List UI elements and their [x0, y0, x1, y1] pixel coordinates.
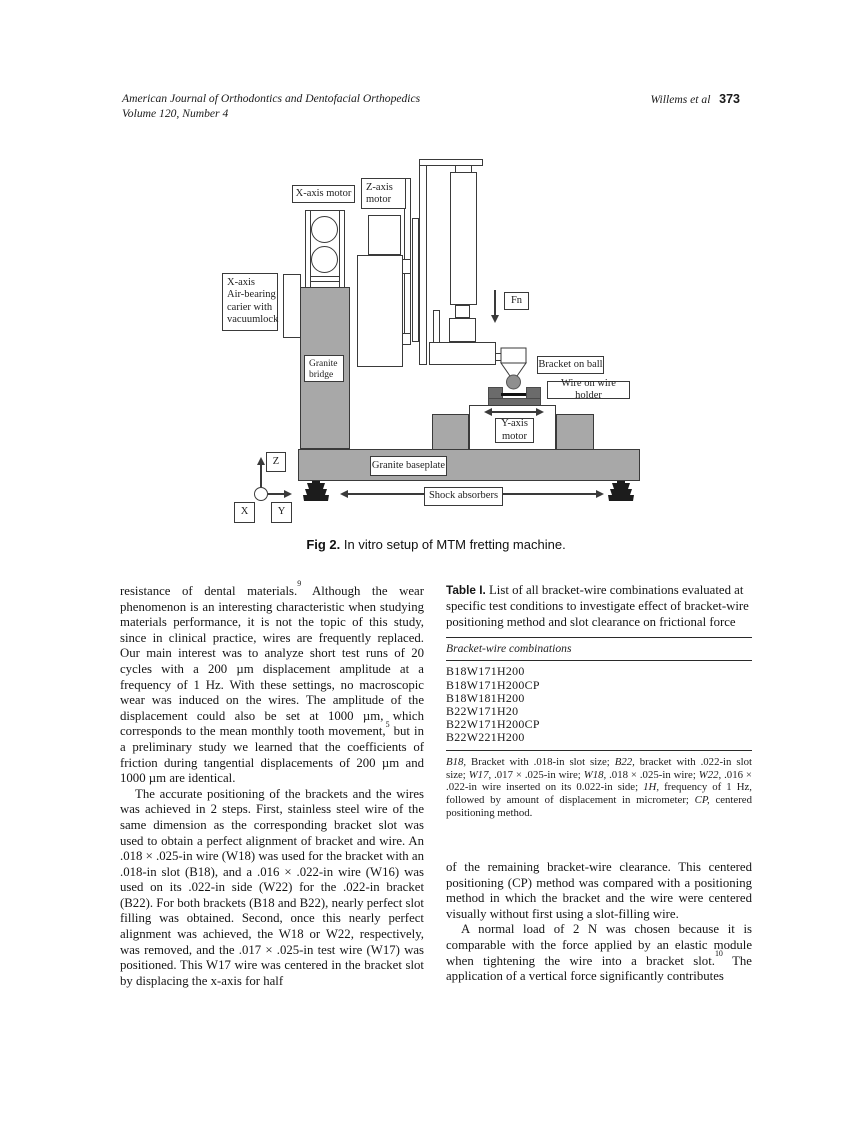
figure-caption: Fig 2. In vitro setup of MTM fretting ma…	[120, 537, 752, 552]
paragraph: The accurate positioning of the brackets…	[120, 786, 424, 988]
z-axis-line	[260, 465, 262, 487]
x-motor-line-1	[310, 276, 340, 277]
shock-foot-left	[303, 481, 329, 501]
running-header-left: American Journal of Orthodontics and Den…	[122, 92, 420, 121]
top-bar	[419, 159, 483, 166]
x-carrier-block	[283, 274, 301, 338]
stage-flank-right	[556, 414, 594, 450]
load-cylinder	[450, 172, 477, 305]
horizontal-arm	[429, 342, 496, 365]
table-caption: Table I. List of all bracket-wire combin…	[446, 583, 752, 630]
fn-arrow-line	[494, 290, 496, 315]
label-granite-bridge: Granite bridge	[304, 355, 344, 382]
journal-title: American Journal of Orthodontics and Den…	[122, 92, 421, 105]
shock-foot-right	[608, 481, 634, 501]
label-axis-z: Z	[266, 452, 286, 472]
label-fn: Fn	[504, 292, 529, 310]
table-row: B18W171H200	[446, 664, 525, 679]
z-axis-main-block	[357, 255, 403, 367]
table-rule-bottom	[446, 749, 752, 751]
vertical-plate-b	[412, 218, 419, 342]
stage-flank-left	[432, 414, 469, 450]
label-axis-x: X	[234, 502, 255, 523]
vertical-plate-c	[419, 159, 427, 365]
x-motor-roller-top	[311, 216, 338, 243]
paragraph: of the remaining bracket-wire clearance.…	[446, 860, 752, 921]
fn-arrowhead	[491, 315, 499, 323]
x-motor-line-2	[310, 281, 340, 282]
x-motor-rail-right	[339, 210, 340, 288]
figure-caption-text: In vitro setup of MTM fretting machine.	[340, 537, 566, 552]
journal-volume: Volume 120, Number 4	[122, 106, 229, 120]
table-row: B18W181H200	[446, 690, 525, 705]
table-row: B18W171H200CP	[446, 677, 540, 692]
paragraph: resistance of dental materials.9 Althoug…	[120, 579, 424, 786]
label-shock-absorbers: Shock absorbers	[424, 487, 503, 506]
y-stage-arrowhead-left	[484, 408, 492, 416]
paragraph: A normal load of 2 N was chosen because …	[446, 922, 752, 984]
z-axis-tab-bottom	[402, 333, 411, 345]
table-row: B22W171H20	[446, 704, 519, 718]
shock-arrow-left-line	[347, 493, 424, 495]
label-axis-y: Y	[271, 502, 292, 523]
x-motor-roller-bottom	[311, 246, 338, 273]
body-left-column: resistance of dental materials.9 Althoug…	[120, 579, 424, 989]
y-axis-line	[268, 493, 284, 495]
z-axis-upper-block	[368, 215, 401, 255]
running-header-right: Willems et al 373	[0, 92, 740, 106]
table-column-header: Bracket-wire combinations	[446, 642, 572, 656]
figure-caption-lead: Fig 2.	[306, 537, 341, 552]
table-caption-text: List of all bracket-wire combinations ev…	[446, 583, 749, 629]
y-stage-arrow-line	[490, 411, 536, 413]
header-page-number: 373	[719, 92, 740, 106]
label-wire-on-wire-holder: Wire on wire holder	[547, 378, 630, 401]
label-bracket-on-ball: Bracket on ball	[537, 356, 604, 374]
y-axis-arrowhead	[284, 490, 292, 498]
shock-arrowhead-right	[596, 490, 604, 498]
x-motor-rail-left	[310, 210, 311, 288]
z-axis-arrowhead	[257, 457, 265, 465]
y-stage-arrowhead-right	[536, 408, 544, 416]
table-rule-mid	[446, 660, 752, 662]
shock-arrowhead-left	[340, 490, 348, 498]
label-x-carrier: X-axis Air-bearing carier with vacuumloc…	[222, 273, 278, 331]
label-y-axis-motor: Y-axis motor	[495, 418, 534, 443]
body-right-column: of the remaining bracket-wire clearance.…	[446, 860, 752, 985]
table-footnote: B18, Bracket with .018-in slot size; B22…	[446, 755, 753, 820]
lower-block	[449, 318, 476, 342]
label-z-axis-motor: Z-axis motor	[361, 178, 406, 209]
shock-arrow-right-line	[503, 493, 596, 495]
bracket-holder-and-ball	[500, 347, 527, 390]
wire-line	[501, 393, 526, 396]
table-row: B22W221H200	[446, 730, 525, 745]
label-x-axis-motor: X-axis motor	[292, 185, 355, 203]
label-granite-baseplate: Granite baseplate	[370, 456, 447, 476]
granite-baseplate-block	[298, 449, 640, 481]
cylinder-lower-connector	[455, 305, 470, 318]
z-axis-tab-top	[402, 259, 411, 274]
table-row: B22W171H200CP	[446, 717, 540, 732]
header-authors: Willems et al	[650, 93, 711, 106]
axes-origin	[254, 487, 268, 501]
table-rule-top	[446, 637, 752, 639]
table-1: Table I. List of all bracket-wire combin…	[446, 583, 752, 820]
table-caption-lead: Table I.	[446, 583, 486, 597]
